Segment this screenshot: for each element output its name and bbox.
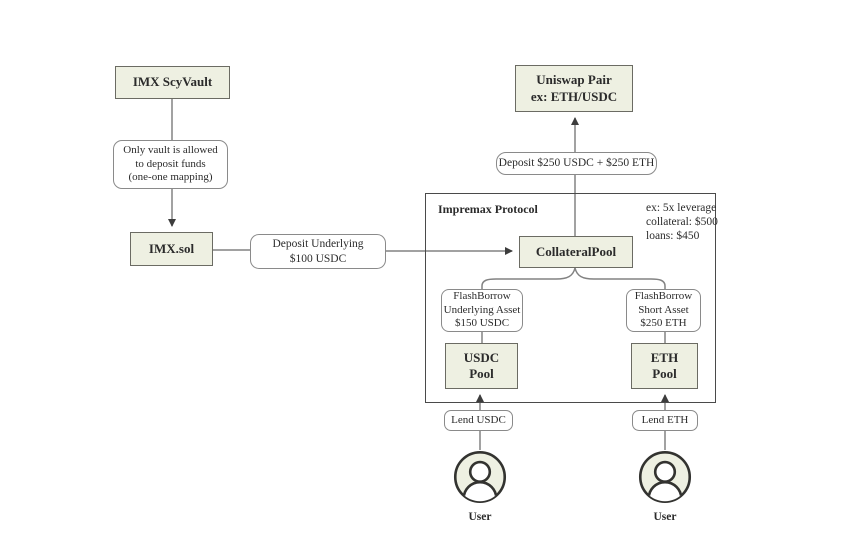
- usdc-pool-box: USDC Pool: [445, 343, 518, 389]
- flashborrow-short-note: FlashBorrow Short Asset $250 ETH: [626, 289, 701, 332]
- lend-usdc-label: Lend USDC: [451, 413, 506, 426]
- deposit-lp-label: Deposit $250 USDC + $250 ETH: [498, 157, 655, 170]
- deposit-underlying-note: Deposit Underlying $100 USDC: [250, 234, 386, 269]
- deposit-underlying-line-2: $100 USDC: [289, 252, 347, 265]
- usdc-pool-line-1: USDC: [463, 349, 500, 365]
- lend-eth-note: Lend ETH: [632, 410, 698, 431]
- eth-pool-line-1: ETH: [650, 349, 679, 365]
- uniswap-pair-line-1: Uniswap Pair: [536, 72, 612, 88]
- eth-pool-line-2: Pool: [652, 366, 677, 381]
- only-vault-note: Only vault is allowed to deposit funds (…: [113, 140, 228, 189]
- user-left: User: [452, 449, 508, 523]
- flashborrow-underlying-note: FlashBorrow Underlying Asset $150 USDC: [441, 289, 523, 332]
- impremax-protocol-title: Impremax Protocol: [438, 202, 538, 216]
- lend-eth-label: Lend ETH: [641, 413, 689, 426]
- leverage-example-line-2: collateral: $500: [646, 216, 718, 229]
- usdc-pool-line-2: Pool: [469, 366, 494, 381]
- user-right: User: [637, 449, 693, 523]
- impremax-protocol-container: [425, 193, 716, 403]
- collateral-pool-box: CollateralPool: [519, 236, 633, 268]
- imx-sol-box: IMX.sol: [130, 232, 213, 266]
- user-right-label: User: [653, 511, 677, 523]
- deposit-underlying-line-1: Deposit Underlying: [272, 238, 364, 251]
- only-vault-note-line-3: (one-one mapping): [128, 171, 213, 184]
- uniswap-pair-box: Uniswap Pair ex: ETH/USDC: [515, 65, 633, 112]
- imx-scyvault-label: IMX ScyVault: [132, 74, 213, 90]
- imx-sol-label: IMX.sol: [148, 240, 195, 256]
- flashborrow-short-line-1: FlashBorrow: [634, 289, 693, 302]
- only-vault-note-line-2: to deposit funds: [135, 157, 206, 170]
- user-left-label: User: [468, 511, 492, 523]
- eth-pool-box: ETH Pool: [631, 343, 698, 389]
- leverage-example-line-1: ex: 5x leverage: [646, 202, 717, 214]
- leverage-example-line-3: loans: $450: [646, 230, 700, 243]
- flashborrow-underlying-line-2: Underlying Asset: [443, 303, 521, 316]
- uniswap-pair-line-2: ex: ETH/USDC: [530, 88, 618, 104]
- imx-scyvault-box: IMX ScyVault: [115, 66, 230, 99]
- user-icon: [637, 449, 693, 510]
- deposit-lp-note: Deposit $250 USDC + $250 ETH: [496, 152, 657, 175]
- flashborrow-underlying-line-1: FlashBorrow: [453, 289, 511, 302]
- only-vault-note-line-1: Only vault is allowed: [123, 143, 218, 156]
- user-icon: [452, 449, 508, 510]
- collateral-pool-label: CollateralPool: [535, 243, 617, 259]
- flashborrow-short-line-3: $250 ETH: [640, 317, 687, 330]
- leverage-example-note: ex: 5x leverage collateral: $500 loans: …: [646, 201, 718, 243]
- lend-usdc-note: Lend USDC: [444, 410, 513, 431]
- flashborrow-short-line-2: Short Asset: [638, 303, 689, 316]
- flashborrow-underlying-line-3: $150 USDC: [454, 317, 510, 330]
